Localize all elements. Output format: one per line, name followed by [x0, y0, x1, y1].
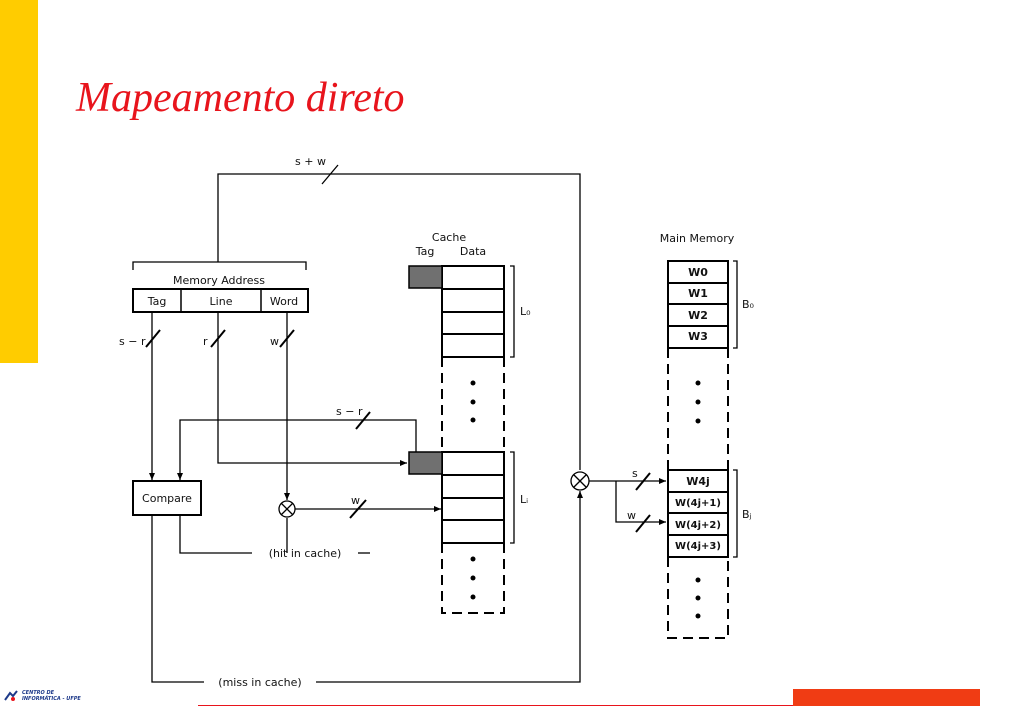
cache-Li-brace — [510, 451, 515, 544]
cache-lines-block0 — [441, 265, 505, 358]
mm-B0-brace — [733, 260, 738, 349]
footer-accent-box — [793, 689, 980, 706]
mm-word: W4j — [686, 475, 710, 488]
cache-line-label-Li: Lᵢ — [520, 493, 528, 506]
cache-tag-cell-Li — [408, 451, 443, 475]
mm-bus-label-s: s — [632, 467, 638, 480]
miss-label: (miss in cache) — [218, 676, 301, 689]
side-accent-bar — [0, 0, 38, 363]
memory-address-bracket — [132, 261, 307, 270]
address-field-boxes — [132, 288, 309, 313]
mm-dot — [695, 380, 701, 386]
cache-line-label-L0: L₀ — [520, 305, 531, 318]
cache-col-tag: Tag — [415, 245, 435, 258]
cache-dot — [470, 575, 476, 581]
mm-word: W3 — [688, 330, 708, 343]
mm-dot — [695, 418, 701, 424]
top-address-bus — [217, 173, 581, 470]
logo-text-line1: CENTRO DE — [22, 690, 55, 696]
mm-word: W1 — [688, 287, 708, 300]
mm-dot — [695, 399, 701, 405]
mm-Bj-brace — [733, 469, 738, 558]
mm-bus-label-w: w — [627, 509, 636, 522]
footer-rule — [198, 705, 980, 706]
cache-dot — [470, 594, 476, 600]
address-field-word: Word — [270, 295, 298, 308]
mm-dot — [695, 577, 701, 583]
mm-block0-label: B₀ — [742, 298, 755, 311]
mm-word-bus — [615, 481, 666, 525]
logo-icon — [4, 690, 18, 701]
mm-dashed-upper — [667, 348, 729, 470]
logo-text-line2: INFORMÁTICA - UFPE — [22, 696, 81, 702]
cache-dot — [470, 380, 476, 386]
mm-blockj-label: Bⱼ — [742, 508, 752, 521]
address-field-line: Line — [210, 295, 233, 308]
tag-bus-label: s − r — [119, 335, 146, 348]
line-bus-label: r — [203, 335, 208, 348]
hit-line — [179, 515, 252, 554]
mm-word: W2 — [688, 309, 708, 322]
cache-col-data: Data — [460, 245, 486, 258]
word-select-bus-label: w — [351, 494, 360, 507]
miss-line — [151, 515, 204, 683]
mm-block0-words — [667, 260, 729, 349]
cache-L0-brace — [510, 265, 515, 358]
top-bus-label: s + w — [295, 155, 326, 168]
mm-dot — [695, 613, 701, 619]
mm-blockj-words — [667, 469, 729, 558]
slide-title: Mapeamento direto — [76, 75, 405, 121]
cache-dot — [470, 556, 476, 562]
compare-box — [132, 480, 202, 516]
cache-tag-cell-L0 — [408, 265, 443, 289]
cache-dashed-lower — [441, 543, 505, 614]
compare-bus-label: s − r — [336, 405, 363, 418]
address-field-tag: Tag — [147, 295, 167, 308]
cache-dot — [470, 399, 476, 405]
mm-word: W(4j+1) — [675, 498, 721, 509]
cache-lines-blocki — [441, 451, 505, 544]
cache-dot — [470, 417, 476, 423]
top-bus-slash — [321, 164, 339, 185]
mm-title: Main Memory — [660, 232, 735, 245]
hit-label: (hit in cache) — [269, 547, 342, 560]
compare-label: Compare — [142, 492, 192, 505]
line-bus — [217, 312, 407, 466]
mm-word: W(4j+2) — [675, 520, 721, 531]
mm-dashed-lower — [667, 557, 729, 639]
cache-title: Cache — [432, 231, 466, 244]
memory-address-caption: Memory Address — [173, 274, 265, 287]
mm-word: W(4j+3) — [675, 541, 721, 552]
word-bus-label: w — [270, 335, 279, 348]
mm-dot — [695, 595, 701, 601]
cache-tag-feedback-bus — [177, 419, 417, 480]
mm-word: W0 — [688, 266, 708, 279]
footer-logo: CENTRO DE INFORMÁTICA - UFPE — [4, 690, 81, 702]
